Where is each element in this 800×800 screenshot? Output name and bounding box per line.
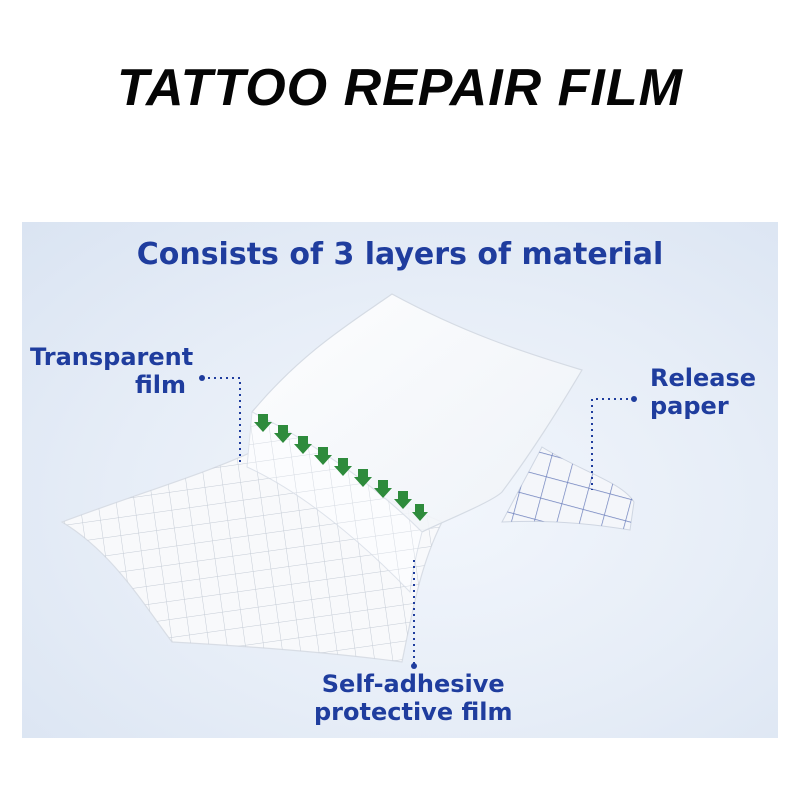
label-line: Transparent: [30, 343, 194, 371]
page-title: TATTOO REPAIR FILM: [117, 59, 683, 117]
label-line: paper: [650, 392, 729, 421]
label-line: Release: [650, 364, 757, 392]
label-self-adhesive-film: Self-adhesive protective film: [314, 670, 512, 727]
label-transparent-film: Transparent film: [30, 343, 193, 400]
leader-lines: [202, 377, 634, 666]
label-line: film: [135, 371, 187, 400]
layers-diagram: Consists of 3 layers of material Transpa…: [22, 222, 778, 738]
label-line: protective film: [314, 698, 513, 727]
green-arrow-strip: [254, 414, 428, 521]
label-line: Self-adhesive: [321, 670, 505, 698]
label-release-paper: Release paper: [650, 364, 756, 421]
diagram-subtitle: Consists of 3 layers of material: [136, 237, 664, 272]
film-illustration: [60, 293, 637, 669]
